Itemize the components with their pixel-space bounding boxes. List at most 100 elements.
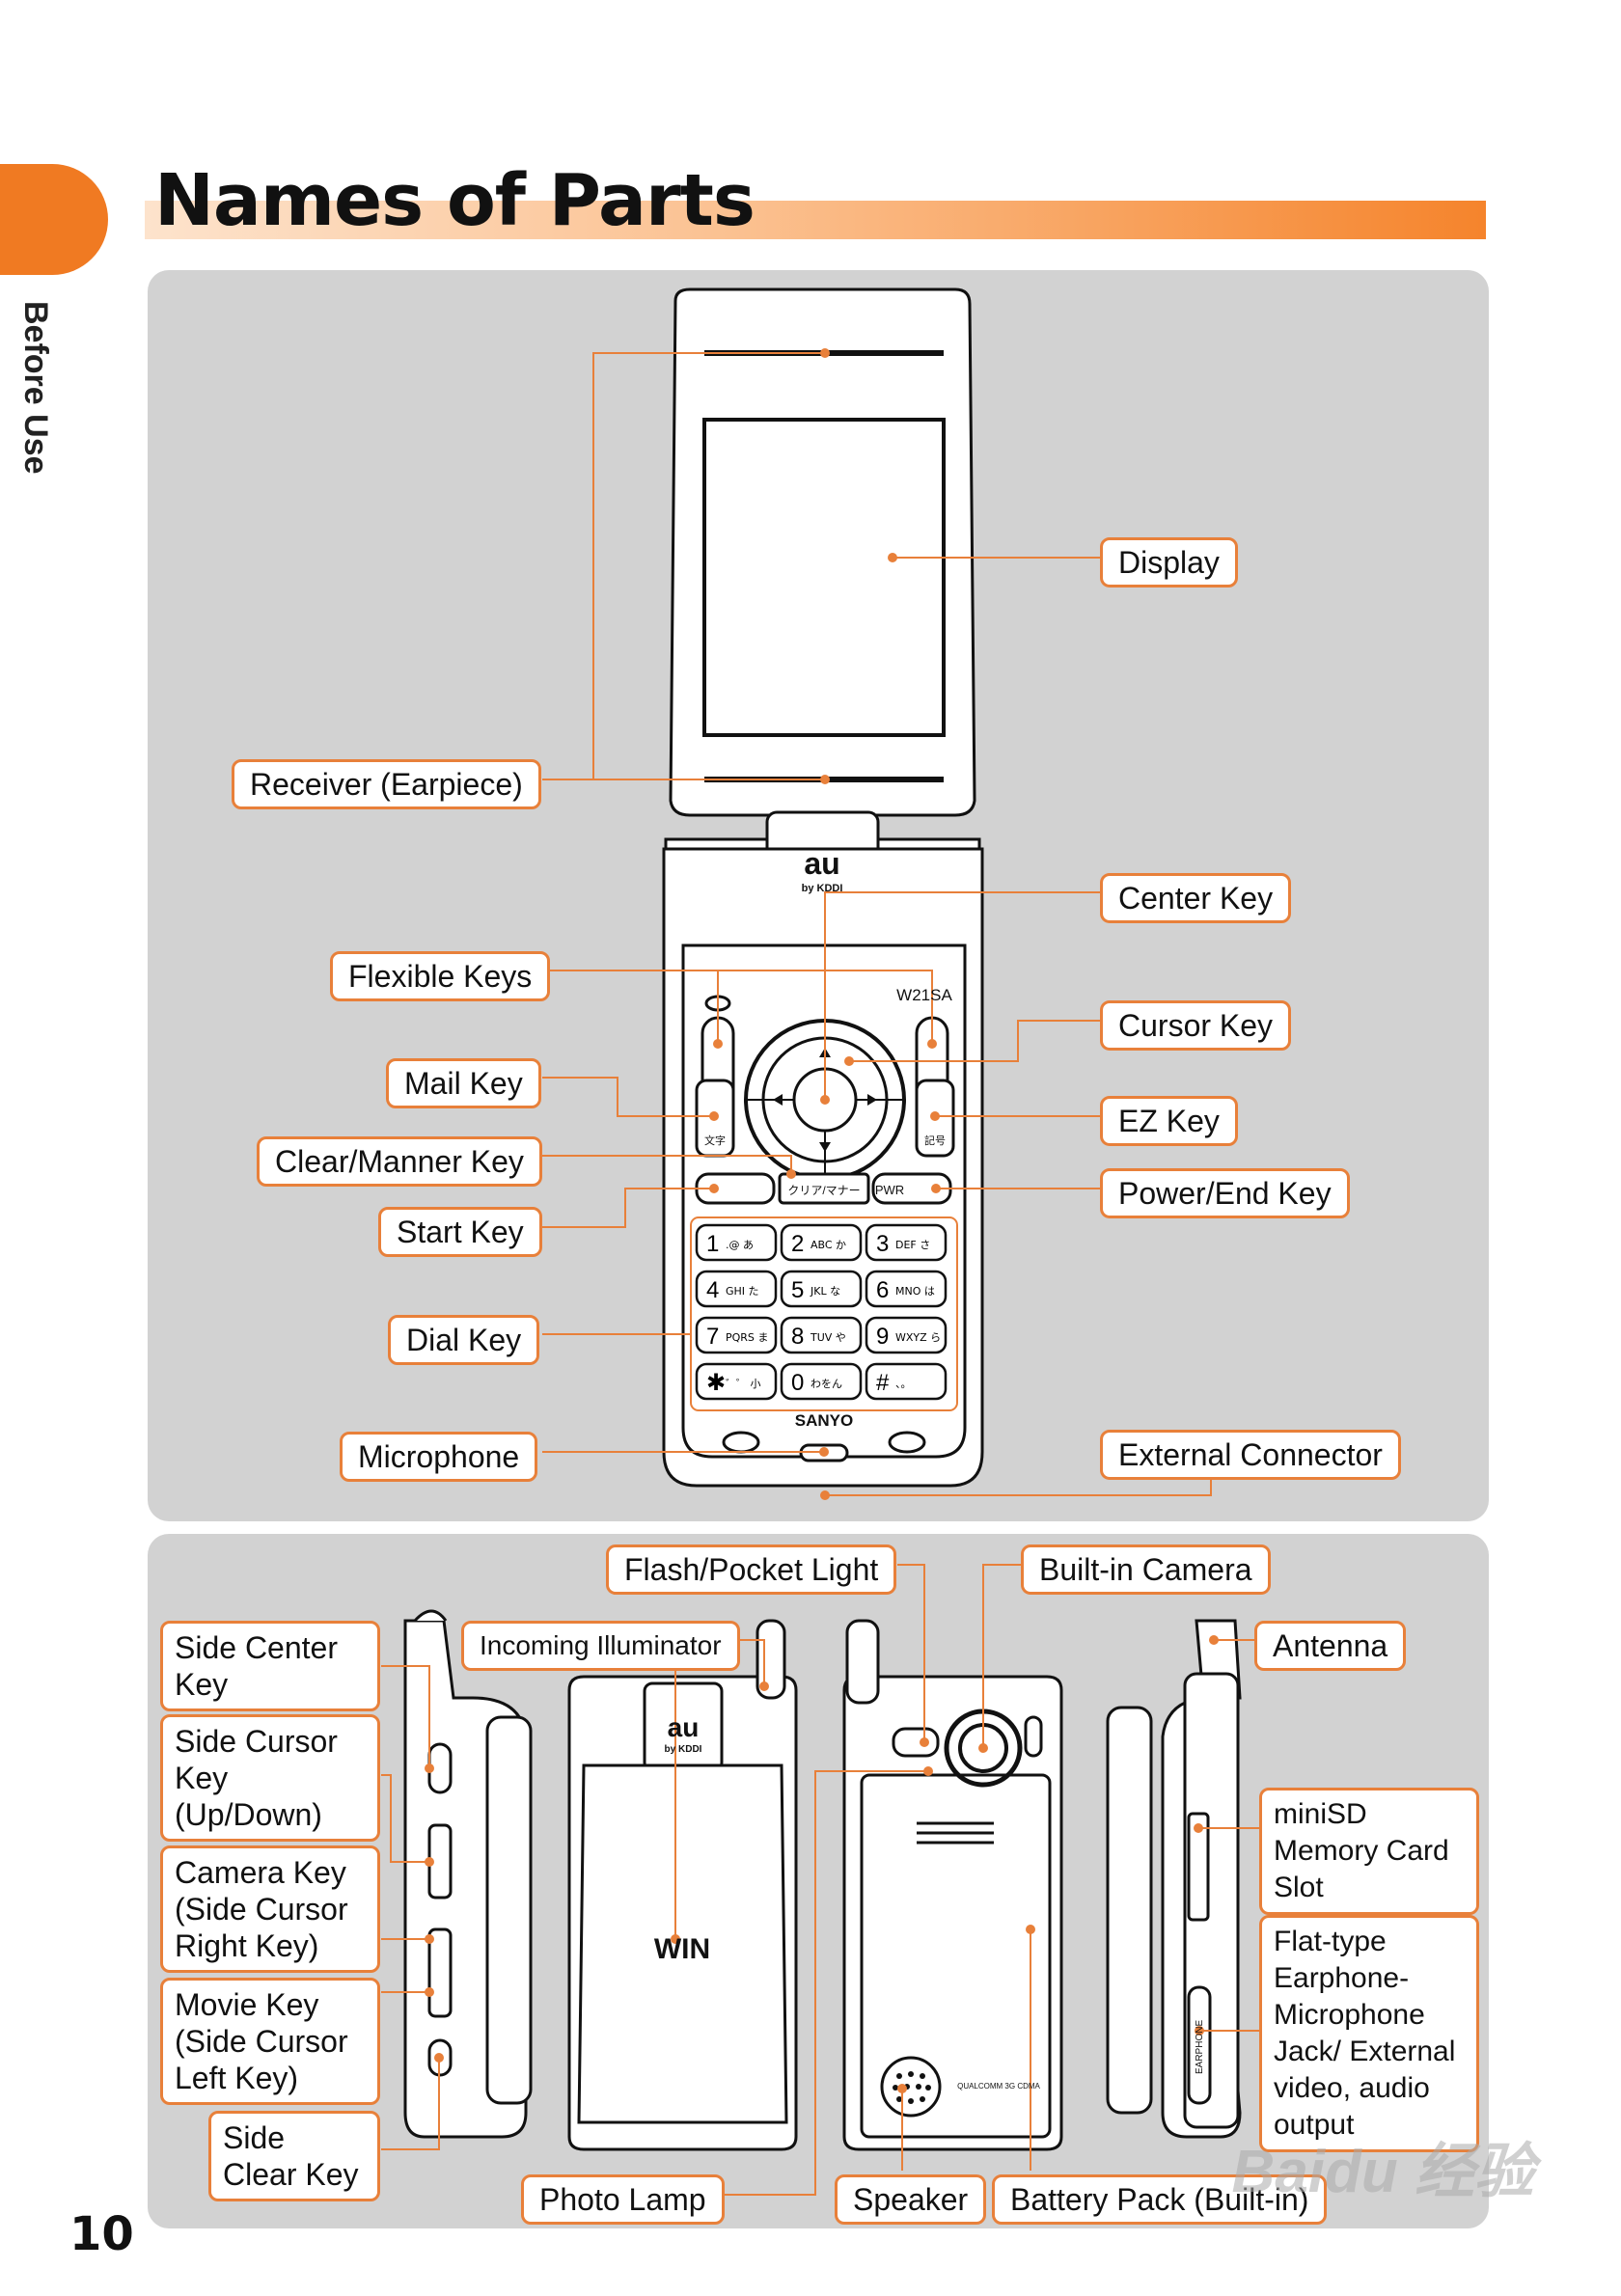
leader-receiver: [542, 352, 825, 780]
earphone-port-label: EARPHONE: [1195, 2020, 1205, 2074]
leader-center-key: [824, 891, 1100, 1100]
callout-photo-lamp: Photo Lamp: [521, 2174, 725, 2225]
dial-key-9: 9 WXYZ ら: [865, 1316, 948, 1354]
dial-key-✱: ✱゛゜ 小: [695, 1362, 778, 1401]
dial-key-8: 8 TUV や: [780, 1316, 863, 1354]
callout-receiver: Receiver (Earpiece): [232, 759, 541, 809]
model-label: W21SA: [896, 986, 952, 1004]
dial-key-3: 3 DEF さ: [865, 1223, 948, 1262]
leader-start: [542, 1188, 714, 1228]
dial-key-letters: ゛゜ 小: [726, 1378, 761, 1390]
dial-key-digit: 3: [876, 1231, 889, 1257]
battery-cover: [860, 1773, 1052, 2139]
speaker-grille: [880, 2056, 942, 2118]
dial-key-6: 6 MNO は: [865, 1270, 948, 1308]
section-tab-marker: [0, 164, 108, 275]
dial-key-4: 4 GHI た: [695, 1270, 778, 1308]
callout-power-end-key: Power/End Key: [1100, 1168, 1350, 1218]
callout-dial-key: Dial Key: [388, 1315, 540, 1365]
chip-label: QUALCOMM 3G CDMA: [957, 2082, 1040, 2091]
callout-battery-pack: Battery Pack (Built-in): [992, 2174, 1328, 2225]
callout-external-connector: External Connector: [1100, 1430, 1401, 1480]
dial-key-letters: MNO は: [895, 1285, 935, 1298]
win-logo: WIN: [654, 1933, 710, 1965]
dial-key-digit: 2: [791, 1231, 804, 1257]
dial-key-letters: 、。: [895, 1378, 912, 1390]
dial-key-letters: ABC か: [810, 1239, 846, 1251]
dial-key-digit: #: [876, 1370, 890, 1396]
camera-key: [427, 1927, 453, 2018]
dial-keys: 1 .@ あ 2 ABC か 3 DEF さ 4 GHI た 5 JKL な 6 MNO は 7 PQRS…: [695, 1223, 948, 1401]
callout-cursor-key: Cursor Key: [1100, 1000, 1292, 1051]
closed-au-logo: au: [668, 1712, 700, 1742]
dial-key-digit: 7: [706, 1324, 719, 1350]
mail-key-glyph: 文字: [704, 1134, 726, 1147]
callout-display: Display: [1100, 537, 1238, 588]
callout-camera-key: Camera Key (Side Cursor Right Key): [160, 1845, 380, 1973]
dial-key-digit: 4: [706, 1277, 719, 1303]
dial-key-digit: ✱: [706, 1370, 726, 1396]
dial-key-0: 0 わをん: [780, 1362, 863, 1401]
callout-center-key: Center Key: [1100, 873, 1292, 923]
dial-key-letters: PQRS ま: [726, 1331, 768, 1344]
leader-flash: [897, 1564, 925, 1742]
dial-key-5: 5 JKL な: [780, 1270, 863, 1308]
callout-ez-key: EZ Key: [1100, 1096, 1238, 1146]
leader-side-cursor: [381, 1774, 429, 1863]
dial-key-letters: .@ あ: [726, 1239, 754, 1251]
leader-mail: [542, 1077, 714, 1117]
callout-start-key: Start Key: [378, 1207, 542, 1257]
watermark: Baidu 经验: [1231, 2139, 1534, 2205]
callout-side-clear-key: Side Clear Key: [208, 2111, 380, 2201]
maker-logo: SANYO: [795, 1411, 853, 1430]
dial-keys-frame: [690, 1216, 958, 1411]
minisd-slot: [1187, 1812, 1210, 1922]
leader-clear: [542, 1155, 792, 1174]
dial-key-letters: WXYZ ら: [895, 1331, 941, 1344]
leader-side-clear: [381, 2058, 440, 2150]
page-number: 10: [69, 2207, 134, 2261]
dial-key-7: 7 PQRS ま: [695, 1316, 778, 1354]
callout-clear-manner-key: Clear/Manner Key: [257, 1136, 542, 1187]
leader-cursor: [849, 1020, 1100, 1062]
au-logo: au: [804, 846, 839, 881]
dial-key-letters: わをん: [810, 1378, 842, 1390]
leader-camera: [982, 1564, 1021, 1748]
kddi-logo: by KDDI: [802, 883, 843, 894]
callout-flash-light: Flash/Pocket Light: [606, 1544, 897, 1595]
dial-key-letters: DEF さ: [895, 1239, 930, 1251]
callout-incoming-illuminator: Incoming Illuminator: [461, 1621, 740, 1671]
callout-builtin-camera: Built-in Camera: [1021, 1544, 1271, 1595]
dial-key-digit: 6: [876, 1277, 889, 1303]
callout-microphone: Microphone: [340, 1432, 538, 1482]
clear-key-label: クリア/マナー: [787, 1184, 860, 1197]
callout-minisd-slot: miniSD Memory Card Slot: [1259, 1788, 1479, 1915]
dial-key-digit: 9: [876, 1324, 889, 1350]
leader-side-center: [381, 1665, 430, 1768]
callout-earphone-jack: Flat-type Earphone-Microphone Jack/ Exte…: [1259, 1915, 1479, 2152]
callout-flexible-keys: Flexible Keys: [330, 951, 551, 1001]
callout-mail-key: Mail Key: [386, 1058, 541, 1108]
closed-kddi-logo: by KDDI: [665, 1744, 702, 1755]
dial-key-letters: GHI た: [726, 1285, 759, 1298]
callout-side-center-key: Side Center Key: [160, 1621, 380, 1711]
dial-key-#: # 、。: [865, 1362, 948, 1401]
display-screen: [702, 418, 946, 737]
clear-manner-key: [778, 1172, 870, 1205]
callout-antenna: Antenna: [1254, 1621, 1407, 1671]
dial-key-letters: TUV や: [810, 1331, 846, 1344]
dial-key-digit: 0: [791, 1370, 804, 1396]
earphone-jack: [1187, 1985, 1212, 2105]
power-key-label: PWR: [875, 1183, 904, 1197]
dial-key-digit: 8: [791, 1324, 804, 1350]
dial-key-digit: 1: [706, 1231, 719, 1257]
dial-key-digit: 5: [791, 1277, 804, 1303]
ez-key-glyph: 記号: [924, 1134, 946, 1147]
dial-key-letters: JKL な: [810, 1285, 840, 1298]
callout-movie-key: Movie Key (Side Cursor Left Key): [160, 1978, 380, 2105]
dial-key-1: 1 .@ あ: [695, 1223, 778, 1262]
callout-side-cursor-key: Side Cursor Key (Up/Down): [160, 1714, 380, 1842]
flash-light: [892, 1727, 940, 1758]
page-title: Names of Parts: [154, 159, 756, 242]
